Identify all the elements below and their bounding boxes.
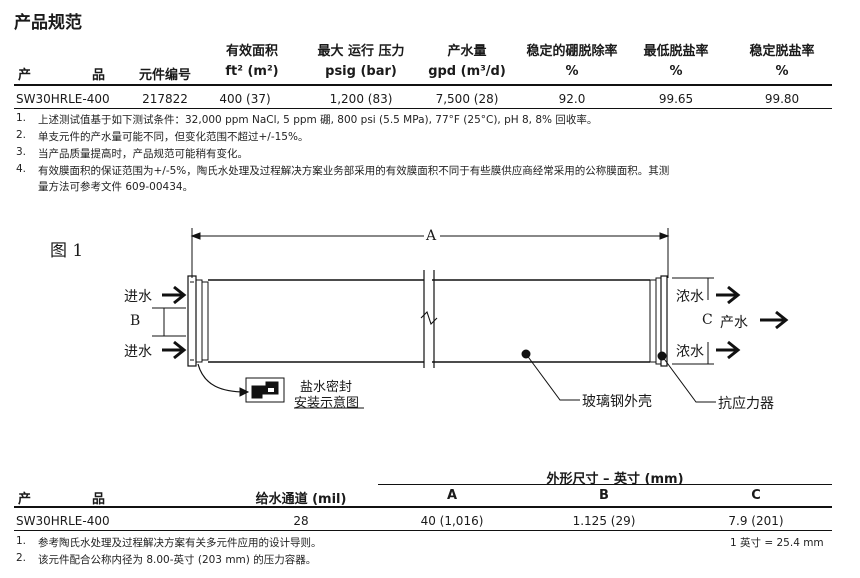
note-number: 4. (16, 163, 27, 175)
atd-label: 抗应力器 (718, 396, 774, 412)
table-rule (14, 108, 832, 109)
header-flow: 产水量 (447, 44, 487, 59)
header-part-number: 元件编号 (138, 68, 191, 83)
note-text: 参考陶氏水处理及过程解决方案有关多元件应用的设计导则。 (38, 537, 322, 549)
note-text: 当产品质量提高时，产品规范可能稍有变化。 (38, 148, 248, 160)
table-rule (14, 84, 832, 86)
cell-product: SW30HRLE-400 (16, 514, 110, 528)
header-product-b: 品 (92, 492, 106, 507)
inch-conversion-note: 1 英寸 = 25.4 mm (730, 537, 824, 549)
header-boron-unit: % (565, 64, 579, 79)
seal-label: 盐水密封 (300, 380, 353, 395)
note-number: 1. (16, 535, 27, 547)
header-area: 有效面积 (225, 44, 278, 59)
note-number: 2. (16, 129, 27, 141)
feed-label: 进水 (124, 344, 152, 360)
brine-label: 浓水 (676, 289, 704, 305)
header-stable-rejection-unit: % (775, 64, 789, 79)
header-min-rejection-unit: % (669, 64, 683, 79)
table-rule (378, 484, 832, 485)
permeate-label: 产水 (720, 315, 748, 331)
header-min-rejection: 最低脱盐率 (643, 44, 709, 59)
header-flow-unit: gpd (m³/d) (428, 64, 506, 79)
note-text: 该元件配合公称内径为 8.00-英寸 (203 mm) 的压力容器。 (38, 554, 317, 566)
cell-flow: 7,500 (28) (435, 92, 499, 106)
cell-area: 400 (37) (219, 92, 271, 106)
dimension-c-label: C (702, 312, 713, 328)
cell-dim-c: 7.9 (201) (728, 514, 784, 528)
shell-label: 玻璃钢外壳 (582, 394, 652, 410)
page-title: 产品规范 (14, 13, 82, 33)
dimensions-group-header: 外形尺寸 – 英寸 (mm) (546, 472, 684, 487)
note-text: 单支元件的产水量可能不同，但变化范围不超过+/-15%。 (38, 131, 309, 143)
feed-label: 进水 (124, 289, 152, 305)
dimension-a-label: A (426, 228, 437, 244)
note-number: 2. (16, 552, 27, 564)
table-rule (14, 506, 832, 508)
header-pressure: 最大 运行 压力 (317, 44, 405, 59)
header-area-unit: ft² (m²) (225, 64, 279, 79)
header-dim-b: B (599, 488, 609, 503)
note-text: 量方法可参考文件 609-00434。 (38, 181, 194, 193)
brine-label: 浓水 (676, 344, 704, 360)
table-rule (14, 530, 832, 531)
header-dim-c: C (751, 488, 761, 503)
cell-part-number: 217822 (142, 92, 188, 106)
header-boron: 稳定的硼脱除率 (526, 44, 618, 59)
header-product-a: 产 (18, 68, 32, 83)
cell-feed-spacer: 28 (293, 514, 309, 528)
cell-boron: 92.0 (558, 92, 586, 106)
cell-min-rejection: 99.65 (658, 92, 694, 106)
cell-dim-a: 40 (1,016) (420, 514, 484, 528)
cell-dim-b: 1.125 (29) (572, 514, 636, 528)
figure-label: 图 1 (50, 241, 84, 261)
cell-pressure: 1,200 (83) (329, 92, 393, 106)
note-text: 上述测试值基于如下测试条件：32,000 ppm NaCl, 5 ppm 硼, … (38, 114, 598, 126)
note-number: 3. (16, 146, 27, 158)
header-stable-rejection: 稳定脱盐率 (749, 44, 815, 59)
note-number: 1. (16, 112, 27, 124)
note-text: 有效膜面积的保证范围为+/-5%，陶氏水处理及过程解决方案业务部采用的有效膜面积… (38, 165, 670, 177)
header-pressure-unit: psig (bar) (325, 64, 397, 79)
header-product-b: 品 (92, 68, 106, 83)
header-feed-spacer: 给水通道 (mil) (255, 492, 347, 507)
header-product-a: 产 (18, 492, 32, 507)
cell-stable-rejection: 99.80 (764, 92, 800, 106)
cell-product: SW30HRLE-400 (16, 92, 110, 106)
seal-label: 安装示意图 (294, 396, 360, 411)
header-dim-a: A (446, 488, 458, 503)
dimension-b-label: B (130, 313, 141, 329)
